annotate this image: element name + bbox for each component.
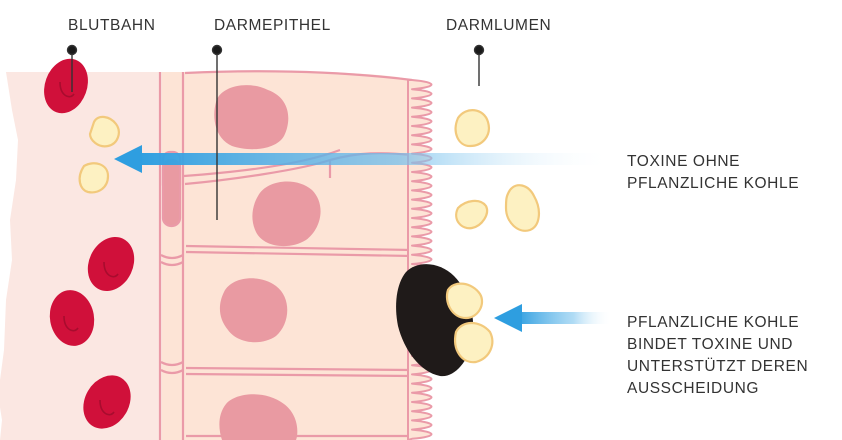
- label-blood-stream: BLUTBAHN: [68, 17, 155, 34]
- caption-line: UNTERSTÜTZT DEREN: [627, 357, 808, 375]
- caption-charcoal-binds-toxins: PFLANZLICHE KOHLE BINDET TOXINE UND UNTE…: [627, 314, 808, 397]
- bound-toxin: [455, 323, 492, 362]
- label-lumen: DARMLUMEN: [446, 17, 551, 34]
- pointer-dot-lumen: [475, 46, 484, 55]
- toxin: [456, 110, 489, 146]
- bound-toxin: [447, 284, 482, 318]
- blood-stream-region: [0, 72, 162, 440]
- toxin: [456, 201, 487, 228]
- caption-line: PFLANZLICHE KOHLE: [627, 314, 799, 331]
- toxin: [506, 185, 539, 231]
- pointer-dot-epithelium: [213, 46, 222, 55]
- toxin: [90, 117, 119, 146]
- caption-line: BINDET TOXINE UND: [627, 336, 793, 353]
- caption-line: AUSSCHEIDUNG: [627, 380, 759, 397]
- label-epithelium: DARMEPITHEL: [214, 17, 331, 34]
- toxin: [80, 163, 108, 192]
- pointer-dot-blood: [68, 46, 77, 55]
- caption-line: TOXINE OHNE: [627, 153, 740, 170]
- arrow-charcoal-binds: [494, 304, 612, 332]
- caption-line: PFLANZLICHE KOHLE: [627, 175, 799, 192]
- microvilli-brush-border: [408, 80, 432, 440]
- caption-toxins-without-charcoal: TOXINE OHNE PFLANZLICHE KOHLE: [627, 153, 799, 192]
